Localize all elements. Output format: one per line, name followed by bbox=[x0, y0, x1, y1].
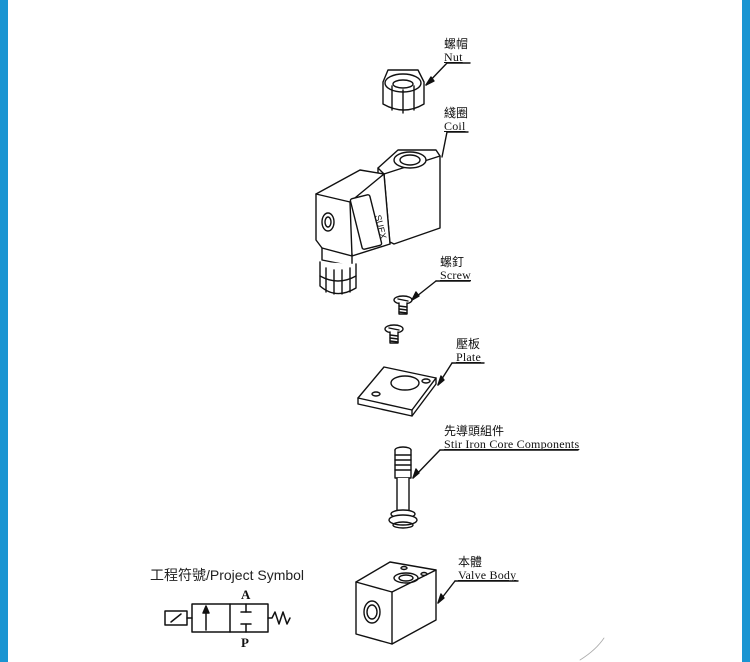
screw-leader bbox=[411, 280, 471, 301]
page-curl bbox=[579, 637, 605, 661]
core-label-zh: 先導頭組件 bbox=[444, 424, 505, 438]
valve-body-label-zh: 本體 bbox=[458, 555, 483, 569]
coil-part: SUEX bbox=[315, 149, 441, 295]
plate-part bbox=[357, 366, 437, 417]
nut-label-zh: 螺帽 bbox=[444, 37, 469, 51]
project-symbol-title: 工程符號/Project Symbol bbox=[150, 567, 305, 583]
screw-lower bbox=[384, 324, 404, 344]
nut-label: 螺帽 Nut bbox=[444, 38, 468, 64]
coil-label-en: Coil bbox=[444, 119, 466, 133]
screw-label-en: Screw bbox=[440, 268, 471, 282]
valve-body-part bbox=[355, 561, 437, 645]
screw-label: 螺釘 Screw bbox=[440, 256, 471, 282]
screw-upper bbox=[393, 295, 413, 315]
plate-leader bbox=[437, 362, 485, 386]
screw-label-zh: 螺釘 bbox=[440, 255, 465, 269]
valve-body-label-en: Valve Body bbox=[458, 568, 517, 582]
plate-label-en: Plate bbox=[456, 350, 481, 364]
port-p-label: P bbox=[241, 635, 249, 650]
core-label-en: Stir Iron Core Components bbox=[444, 437, 580, 451]
coil-label: 綫圈 Coil bbox=[444, 107, 468, 133]
valve-body-leader bbox=[437, 580, 519, 604]
port-a-label: A bbox=[241, 587, 251, 602]
nut-leader bbox=[425, 62, 471, 86]
nut-part bbox=[382, 69, 425, 114]
plate-label-zh: 壓板 bbox=[456, 337, 481, 351]
project-symbol bbox=[164, 603, 291, 633]
nut-label-en: Nut bbox=[444, 50, 463, 64]
core-part bbox=[388, 446, 418, 529]
coil-leader bbox=[441, 131, 469, 158]
coil-label-zh: 綫圈 bbox=[444, 106, 469, 120]
left-blue-border bbox=[0, 0, 8, 662]
core-label: 先導頭組件 Stir Iron Core Components bbox=[444, 425, 579, 451]
right-blue-border bbox=[742, 0, 750, 662]
core-leader bbox=[412, 449, 579, 479]
valve-body-label: 本體 Valve Body bbox=[458, 556, 516, 582]
plate-label: 壓板 Plate bbox=[456, 338, 481, 364]
